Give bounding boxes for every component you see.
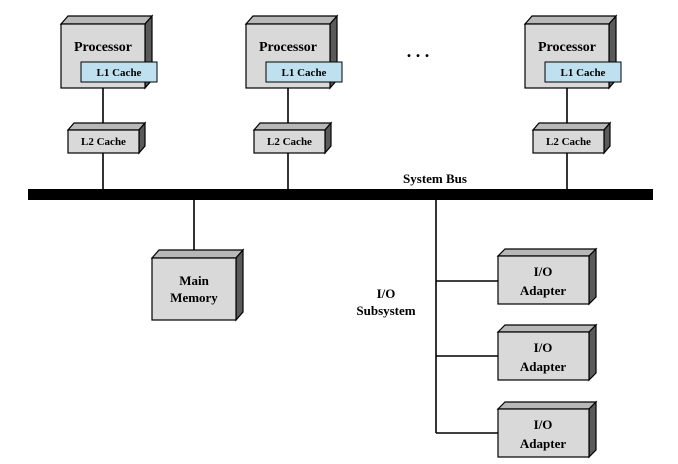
io-adapter-3: I/O Adapter <box>496 400 598 459</box>
l2-cache-2-label: L2 Cache <box>267 136 312 148</box>
processor-1: Processor L1 Cache <box>59 14 158 90</box>
processor-3: Processor L1 Cache <box>523 14 622 90</box>
processor-2: Processor L1 Cache <box>244 14 343 90</box>
l2-cache-3-label: L2 Cache <box>546 136 591 148</box>
l1-cache-2-label: L1 Cache <box>282 67 327 79</box>
processor-2-label: Processor <box>259 40 317 55</box>
io-adapter-3-label-line2: Adapter <box>520 436 566 451</box>
io-adapter-2-label-line1: I/O <box>534 340 553 355</box>
main-memory-label-line1: Main <box>179 273 209 288</box>
io-adapter-1: I/O Adapter <box>496 247 598 306</box>
system-bus <box>28 189 653 200</box>
l2-cache-1-label: L2 Cache <box>81 136 126 148</box>
io-subsystem-label-line2: Subsystem <box>356 303 415 318</box>
l2-cache-1: L2 Cache <box>66 121 147 155</box>
l1-cache-1-label: L1 Cache <box>97 67 142 79</box>
system-bus-label: System Bus <box>403 171 467 186</box>
l2-cache-3: L2 Cache <box>531 121 612 155</box>
main-memory: Main Memory <box>150 248 245 322</box>
io-adapter-1-label-line1: I/O <box>534 264 553 279</box>
l2-cache-2: L2 Cache <box>252 121 333 155</box>
io-subsystem-label-line1: I/O <box>377 286 396 301</box>
processor-1-label: Processor <box>74 40 132 55</box>
io-adapter-2: I/O Adapter <box>496 323 598 382</box>
io-adapter-2-label-line2: Adapter <box>520 359 566 374</box>
main-memory-label-line2: Memory <box>170 290 218 305</box>
l1-cache-3-label: L1 Cache <box>561 67 606 79</box>
processor-3-label: Processor <box>538 40 596 55</box>
ellipsis: . . . <box>407 41 430 61</box>
io-adapter-3-label-line1: I/O <box>534 417 553 432</box>
io-adapter-1-label-line2: Adapter <box>520 283 566 298</box>
